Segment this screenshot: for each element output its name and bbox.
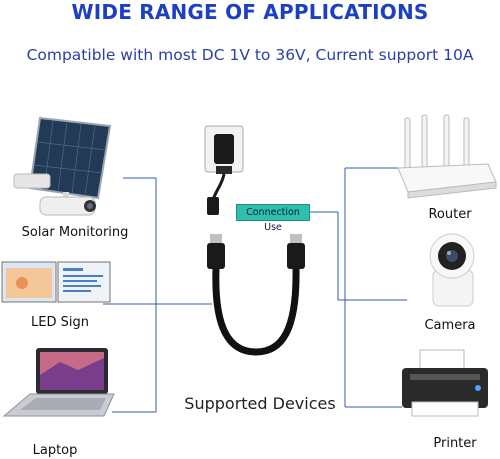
- router-icon: [397, 114, 497, 199]
- power-adapter-icon: [204, 125, 244, 215]
- supported-devices-caption: Supported Devices: [184, 394, 336, 413]
- right-connector-lines: [310, 167, 407, 408]
- left-connector-lines: [103, 177, 212, 413]
- label-printer: Printer: [433, 436, 477, 451]
- label-solar-monitoring: Solar Monitoring: [21, 225, 129, 240]
- label-led-sign: LED Sign: [31, 315, 89, 330]
- page-subtitle: Compatible with most DC 1V to 36V, Curre…: [26, 46, 474, 64]
- printer-icon: [402, 349, 488, 417]
- label-camera: Camera: [424, 318, 476, 333]
- label-laptop: Laptop: [32, 443, 78, 458]
- laptop-icon: [2, 348, 115, 417]
- led-sign-icon: [1, 261, 111, 303]
- solar-camera-icon: [13, 116, 112, 216]
- camera-icon: [429, 233, 475, 307]
- connection-use-badge: Connection Use: [236, 204, 310, 233]
- page-title: WIDE RANGE OF APPLICATIONS: [71, 0, 429, 24]
- label-router: Router: [428, 207, 472, 222]
- dc-cable-icon: [207, 234, 305, 356]
